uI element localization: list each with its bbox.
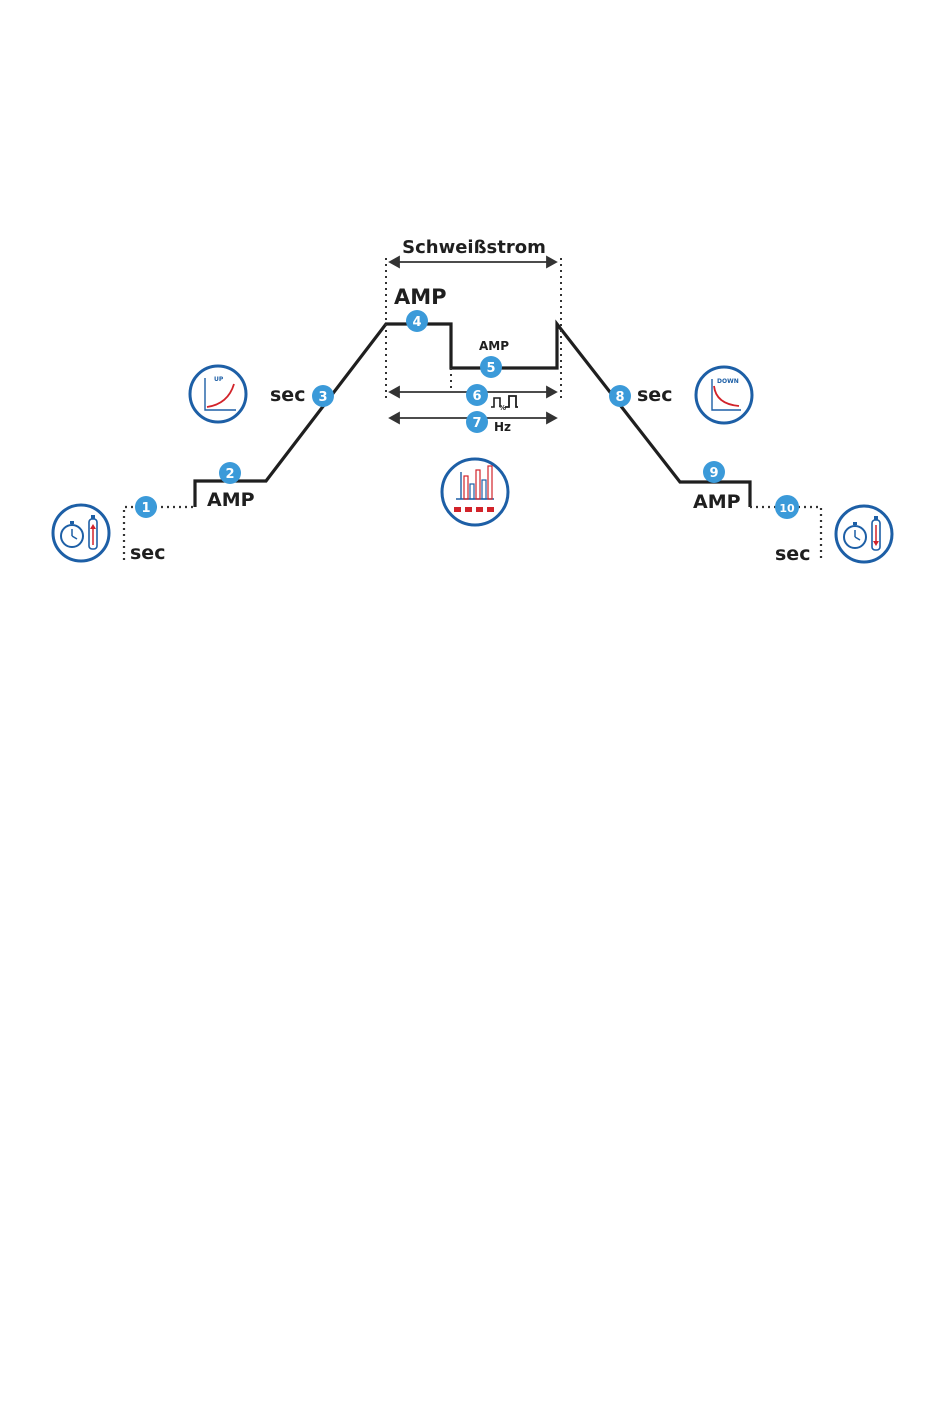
badge-1: 1	[135, 496, 157, 518]
svg-text:9: 9	[709, 466, 718, 481]
pulse-settings-icon	[442, 459, 508, 525]
badge-3: 3	[312, 385, 334, 407]
pulse-waveform-icon: %	[491, 396, 518, 412]
badge-5: 5	[480, 356, 502, 378]
badge-4: 4	[406, 310, 428, 332]
downslope-sec-label: sec	[637, 384, 672, 406]
svg-text:10: 10	[779, 502, 795, 515]
svg-text:4: 4	[412, 315, 421, 330]
pre-gas-timer-icon	[53, 505, 109, 561]
badge-8: 8	[609, 385, 631, 407]
svg-text:7: 7	[472, 416, 481, 431]
start-amp-label: AMP	[207, 489, 255, 511]
svg-text:UP: UP	[214, 376, 224, 383]
frequency-label: Hz	[494, 420, 511, 434]
base-amp-label: AMP	[479, 339, 509, 353]
badge-9: 9	[703, 461, 725, 483]
svg-text:1: 1	[141, 501, 150, 516]
svg-text:%: %	[499, 404, 506, 412]
peak-amp-label: AMP	[394, 285, 447, 309]
svg-text:2: 2	[225, 467, 234, 482]
diagram-title: Schweißstrom	[402, 237, 546, 258]
svg-text:DOWN: DOWN	[717, 378, 739, 385]
downslope-icon: DOWN	[696, 367, 752, 423]
svg-text:8: 8	[615, 390, 624, 405]
weld-current-arrow	[390, 257, 556, 267]
pre-gas-sec-label: sec	[130, 542, 165, 564]
post-gas-timer-icon	[836, 506, 892, 562]
badge-6: 6	[466, 384, 488, 406]
svg-text:5: 5	[486, 361, 495, 376]
svg-text:6: 6	[472, 389, 481, 404]
post-gas-sec-label: sec	[775, 543, 810, 565]
end-amp-label: AMP	[693, 491, 741, 513]
badge-2: 2	[219, 462, 241, 484]
upslope-icon: UP	[190, 366, 246, 422]
badge-7: 7	[466, 411, 488, 433]
svg-text:3: 3	[318, 390, 327, 405]
upslope-sec-label: sec	[270, 384, 305, 406]
badge-10: 10	[775, 495, 799, 519]
